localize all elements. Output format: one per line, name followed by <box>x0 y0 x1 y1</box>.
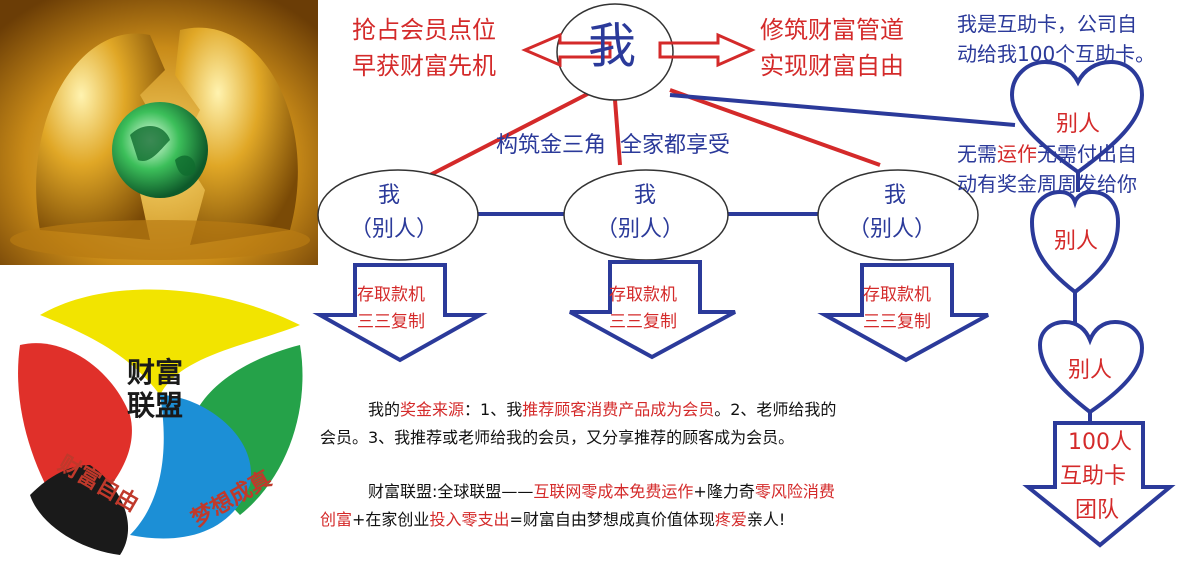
heart-1 <box>1009 59 1145 175</box>
alliance-p2: 互联网零成本免费运作 <box>533 482 694 501</box>
heart-2 <box>1029 189 1121 295</box>
bonus-source-paragraph: 我的奖金来源：1、我推荐顾客消费产品成为会员。2、老师给我的 会员。3、我推荐或… <box>320 396 1020 452</box>
right-note-mid-suffix: 无需付出自 <box>1037 142 1137 166</box>
arrow-2-line1: 存取款机 <box>609 285 677 305</box>
red-line-left <box>429 83 606 177</box>
right-note-mid-red: 运作 <box>997 142 1037 166</box>
node-2-line2: （别人） <box>596 217 685 242</box>
node-ellipse-3 <box>817 169 979 261</box>
arrow-3-line2: 三三复制 <box>863 312 931 332</box>
heart-2-label: 别人 <box>1054 229 1099 254</box>
right-note-top-line2: 动给我100个互助卡。 <box>957 42 1156 66</box>
red-arrow-right <box>658 32 756 68</box>
team-down-arrow <box>1022 421 1176 548</box>
team-line3: 团队 <box>1075 498 1120 523</box>
right-note-mid-line1: 无需运作无需付出自 <box>957 142 1137 166</box>
right-note-top-line1: 我是互助卡，公司自 <box>957 12 1137 36</box>
top-me-label: 我 <box>588 18 637 74</box>
top-me-ellipse <box>556 3 674 101</box>
down-arrow-2 <box>569 260 736 360</box>
node-3-line2: （别人） <box>848 217 937 242</box>
alliance-l2c: 投入零支出 <box>429 510 510 529</box>
arrow-2-line2: 三三复制 <box>609 312 677 332</box>
down-arrow-3 <box>817 263 989 363</box>
down-arrow-1 <box>312 263 488 363</box>
alliance-paragraph: 财富联盟:全球联盟——互联网零成本免费运作+隆力奇零风险消费 创富+在家创业投入… <box>320 478 1020 534</box>
bonus-p5: 。2、老师给我的 <box>714 400 837 419</box>
bonus-p3: ：1、我 <box>464 400 523 419</box>
heart-1-label: 别人 <box>1056 112 1101 137</box>
wealth-alliance-logo: 财富 联盟 财富自由 梦想成真 <box>18 289 303 555</box>
heart-3 <box>1037 319 1145 415</box>
bonus-p1: 我的 <box>368 400 401 419</box>
node-1-line1: 我 <box>378 183 401 208</box>
node-ellipse-1 <box>317 169 479 261</box>
node-3-line1: 我 <box>884 183 907 208</box>
logo-name-line2: 联盟 <box>127 389 183 422</box>
bonus-line1: 我的奖金来源：1、我推荐顾客消费产品成为会员。2、老师给我的 <box>320 396 1020 424</box>
alliance-line1: 财富联盟:全球联盟——互联网零成本免费运作+隆力奇零风险消费 <box>320 478 1020 506</box>
arrow-1-line1: 存取款机 <box>357 285 425 305</box>
node-1-line2: （别人） <box>350 217 439 242</box>
slogan-left-line1: 抢占会员点位 <box>352 16 496 44</box>
slogan-right-line1: 修筑财富管道 <box>760 16 904 44</box>
alliance-p1: 财富联盟:全球联盟—— <box>368 482 534 501</box>
team-line1: 100人 <box>1068 430 1132 455</box>
alliance-l2b: +在家创业 <box>352 510 430 529</box>
red-line-mid <box>613 99 622 166</box>
alliance-p3: +隆力奇 <box>693 482 755 501</box>
right-note-mid-line2: 动有奖金周周发给你 <box>957 172 1137 196</box>
alliance-p4: 零风险消费 <box>754 482 835 501</box>
team-line2: 互助卡 <box>1060 464 1127 489</box>
right-note-mid-prefix: 无需 <box>957 142 997 166</box>
bonus-line2: 会员。3、我推荐或老师给我的会员，又分享推荐的顾客成为会员。 <box>320 428 795 447</box>
red-arrow-left <box>521 32 612 68</box>
red-line-right <box>669 88 881 167</box>
alliance-l2d: =财富自由梦想成真价值体现 <box>509 510 715 529</box>
triangle-caption: 构筑金三角 全家都享受 <box>496 133 730 158</box>
logo-name-line1: 财富 <box>127 356 183 389</box>
blue-line-to-heart <box>669 93 1016 127</box>
alliance-l2a: 创富 <box>320 510 353 529</box>
golden-egg-globe-image <box>0 0 318 265</box>
node-2-line1: 我 <box>634 183 657 208</box>
alliance-l2f: 亲人! <box>746 510 786 529</box>
arrow-3-line1: 存取款机 <box>863 285 931 305</box>
bonus-p2: 奖金来源 <box>400 400 465 419</box>
heart-3-label: 别人 <box>1068 358 1113 383</box>
bonus-p4: 推荐顾客消费产品成为会员 <box>522 400 715 419</box>
alliance-line2: 创富+在家创业投入零支出=财富自由梦想成真价值体现疼爱亲人! <box>320 506 1020 534</box>
arrow-1-line2: 三三复制 <box>357 312 425 332</box>
alliance-l2e: 疼爱 <box>714 510 747 529</box>
slogan-left-line2: 早获财富先机 <box>352 52 496 80</box>
slogan-right-line2: 实现财富自由 <box>760 52 904 80</box>
